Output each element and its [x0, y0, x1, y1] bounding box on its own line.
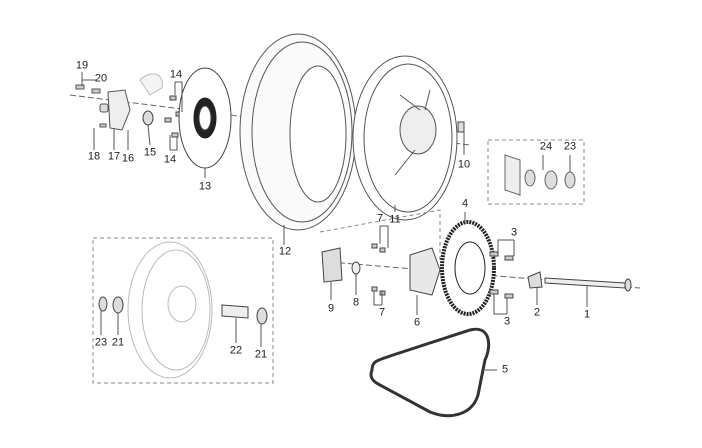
callout-5: 5 [501, 363, 509, 376]
bearing-right [256, 307, 268, 325]
collar [527, 271, 543, 289]
callout-14-bottom: 14 [163, 153, 177, 166]
bearing-left [98, 296, 108, 312]
inset-wheel [127, 241, 213, 379]
callout-4: 4 [461, 197, 469, 210]
callout-3-top: 3 [510, 226, 518, 239]
callout-19: 19 [75, 59, 89, 72]
valve [457, 121, 465, 133]
callout-13: 13 [198, 180, 212, 193]
hub-inset-box [487, 139, 585, 205]
callout-18: 18 [87, 150, 101, 163]
callout-14-top: 14 [169, 68, 183, 81]
washer [351, 261, 361, 275]
callout-3-bottom: 3 [503, 315, 511, 328]
sprocket-hub [409, 247, 441, 296]
callout-17: 17 [107, 150, 121, 163]
callout-16: 16 [121, 152, 135, 165]
callout-20: 20 [94, 72, 108, 85]
callout-23-right: 23 [563, 140, 577, 153]
axle [544, 277, 626, 289]
sprocket [440, 220, 496, 316]
callout-1: 1 [583, 308, 591, 321]
callout-22: 22 [229, 344, 243, 357]
callout-6: 6 [413, 316, 421, 329]
rim [352, 55, 458, 221]
callout-24: 24 [539, 140, 553, 153]
wheel-inset-box [92, 237, 274, 384]
spacer [142, 110, 154, 126]
callout-2: 2 [533, 306, 541, 319]
leader-lines [81, 72, 588, 371]
damper [321, 247, 343, 283]
callout-21-left: 21 [111, 336, 125, 349]
seal-left [112, 296, 124, 314]
callout-9: 9 [327, 302, 335, 315]
callout-23-left: 23 [94, 336, 108, 349]
hub-bearings [504, 154, 576, 196]
callout-21-right: 21 [254, 348, 268, 361]
callout-7-top: 7 [376, 212, 384, 225]
callout-7-bottom: 7 [378, 306, 386, 319]
brake-caliper [75, 73, 163, 131]
callout-11: 11 [389, 213, 401, 226]
bolts [371, 243, 514, 299]
callout-15: 15 [143, 146, 157, 159]
brake-disc [178, 67, 232, 169]
callout-12: 12 [278, 245, 292, 258]
distance-collar [221, 304, 249, 319]
callout-10: 10 [457, 158, 471, 171]
drive-belt [369, 327, 491, 418]
callout-8: 8 [352, 296, 360, 309]
tire [239, 33, 357, 231]
